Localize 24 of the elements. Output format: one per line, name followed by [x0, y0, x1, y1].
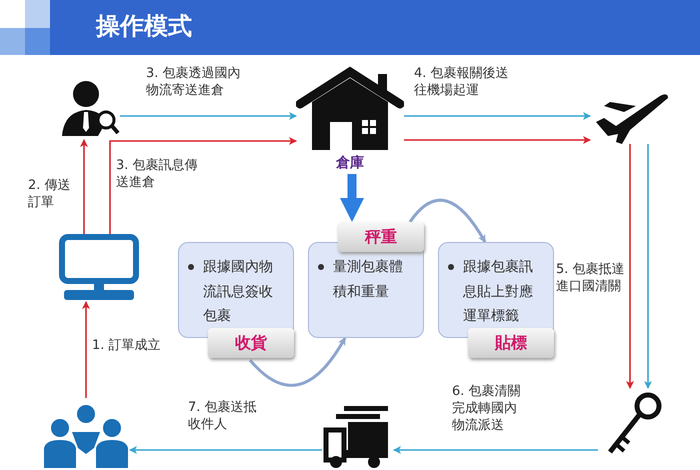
edge-label: 5. 包裹抵達進口國清關 [556, 262, 626, 296]
arrow [129, 446, 322, 454]
step-tab: 秤重 [338, 222, 424, 252]
warehouse-label: 倉庫 [334, 154, 365, 172]
arrow [404, 136, 591, 144]
edge-label: 2. 傳送訂單 [28, 178, 72, 212]
arrow [109, 137, 297, 234]
edge-label: 7. 包裹送抵收件人 [188, 400, 258, 434]
curved-arrow [408, 198, 486, 243]
arrow [120, 112, 297, 120]
edge-label: 4. 包裹報關後送往機場起運 [414, 66, 510, 100]
arrow [80, 139, 88, 234]
arrow [82, 301, 90, 398]
arrow [626, 144, 634, 389]
curved-arrow [248, 337, 346, 387]
edge-label: 6. 包裹清關完成轉國內物流派送 [452, 384, 522, 435]
arrow [644, 144, 652, 389]
edge-label: 3. 包裹透過國內物流寄送進倉 [146, 66, 242, 100]
edge-label: 1. 訂單成立 [92, 338, 162, 355]
arrow [393, 446, 598, 454]
edge-label: 3. 包裹訊息傳送進倉 [116, 158, 198, 192]
arrow [340, 174, 364, 222]
title: 操作模式 [96, 11, 192, 42]
arrow [404, 112, 591, 120]
